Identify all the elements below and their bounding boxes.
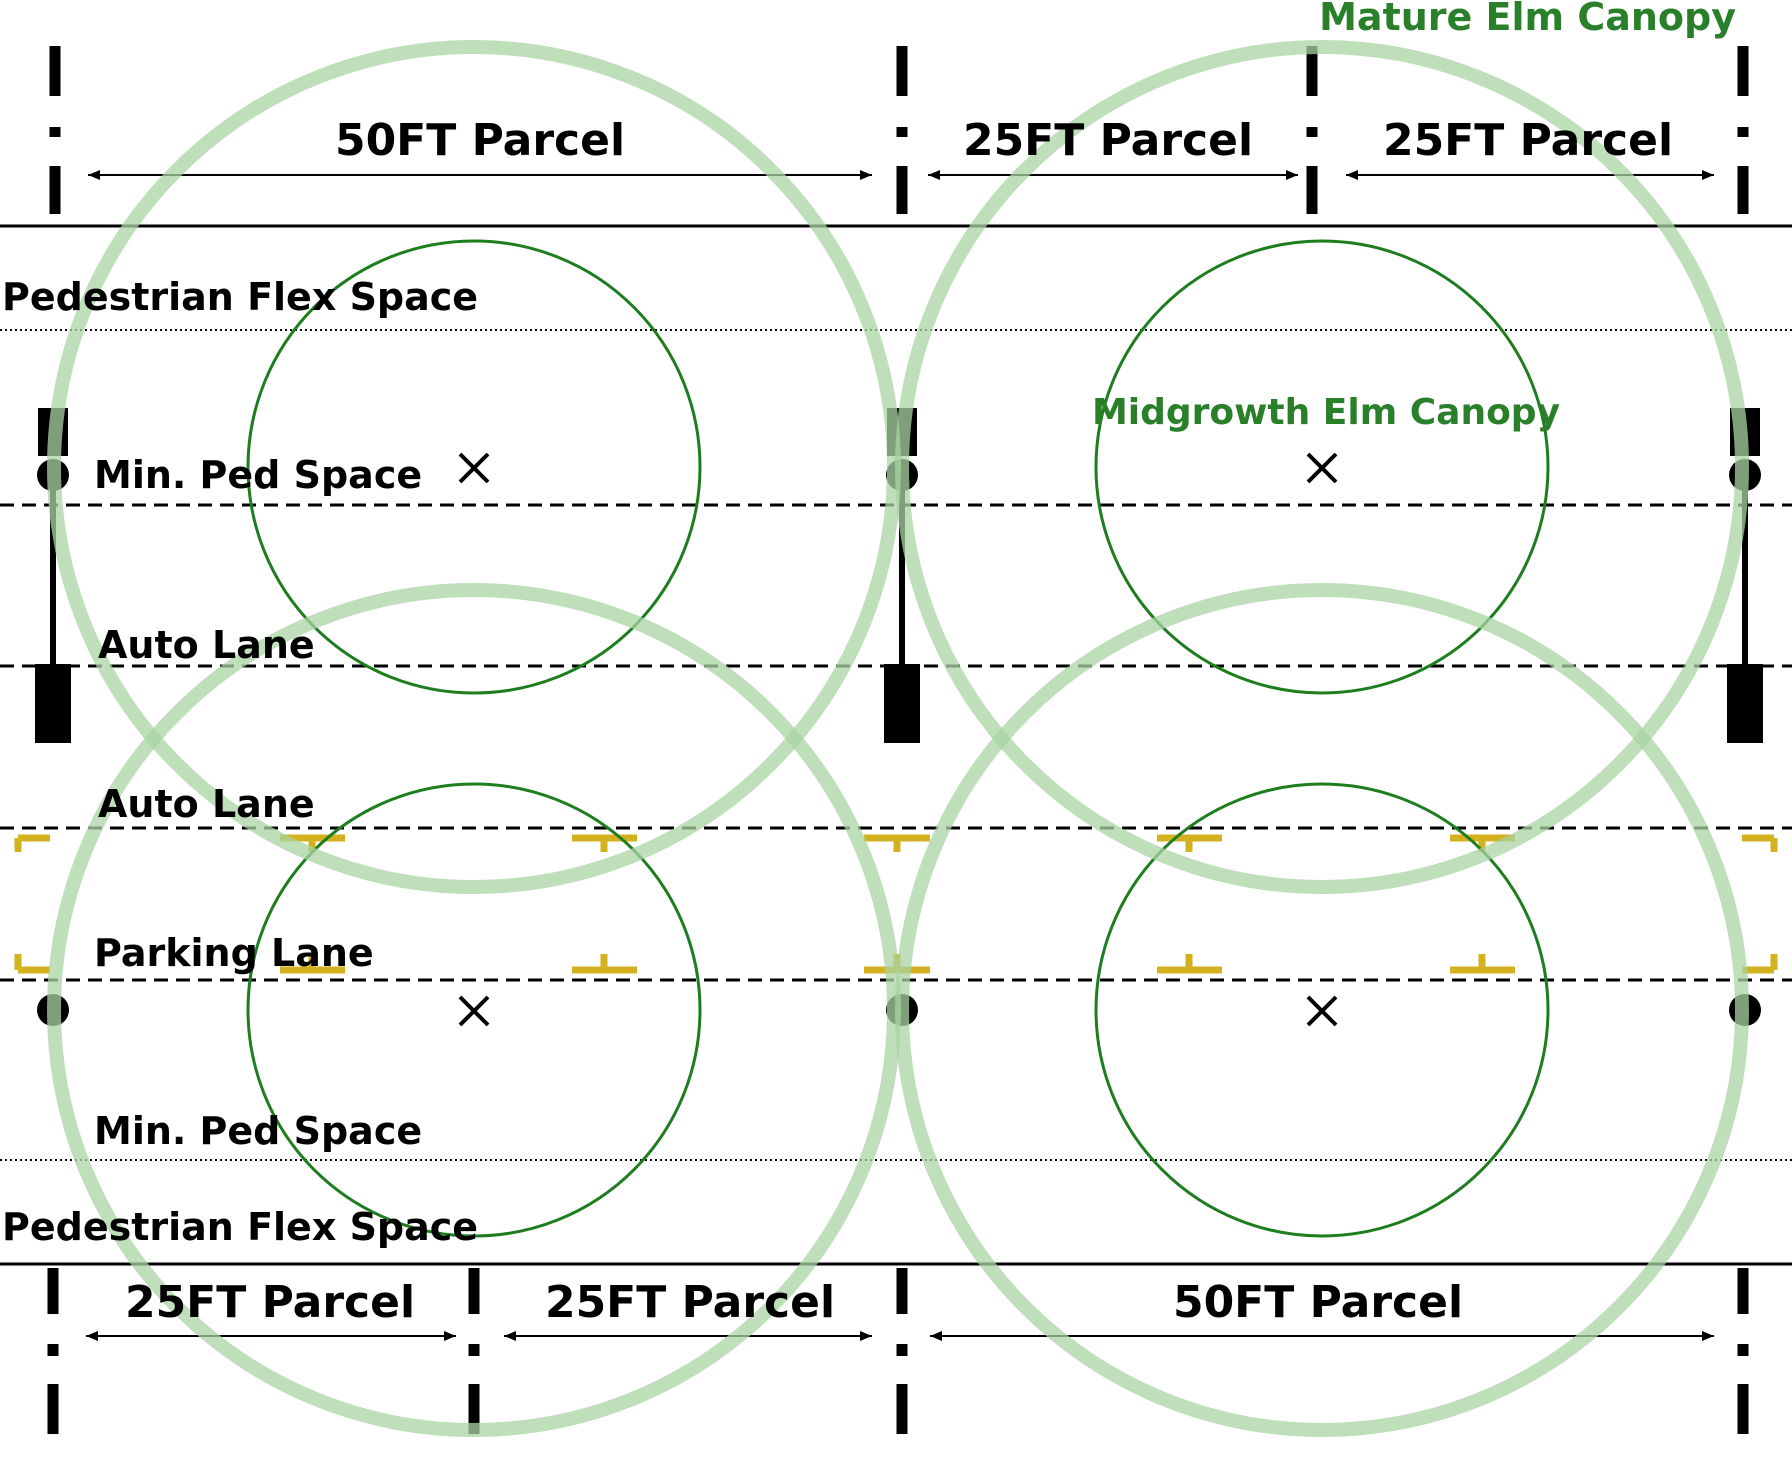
mature-canopy-4 <box>895 583 1749 1437</box>
midgrowth-canopy-label: Midgrowth Elm Canopy <box>1092 392 1560 433</box>
midgrowth-canopy-1 <box>246 239 702 695</box>
top-parcel-label-3: 25FT Parcel <box>1383 115 1673 166</box>
mature-canopies <box>47 40 1749 1437</box>
mature-canopy-1 <box>47 40 901 894</box>
midgrowth-canopy-3 <box>246 782 702 1238</box>
auto-lane-1-label: Auto Lane <box>98 623 315 667</box>
parking-lane-label: Parking Lane <box>94 931 374 975</box>
midgrowth-canopy-2 <box>1094 239 1550 695</box>
tree-markers <box>458 452 1338 1027</box>
mature-canopy-2 <box>895 40 1749 894</box>
top-flex-label: Pedestrian Flex Space <box>2 275 478 319</box>
bottom-min-ped-label: Min. Ped Space <box>94 1109 422 1153</box>
tree-x-4 <box>1306 995 1338 1027</box>
top-parcel-label-1: 50FT Parcel <box>335 115 625 166</box>
tree-x-1 <box>458 452 490 484</box>
top-min-ped-label: Min. Ped Space <box>94 453 422 497</box>
top-parcel-label-2: 25FT Parcel <box>963 115 1253 166</box>
auto-lane-2-label: Auto Lane <box>98 782 315 826</box>
mature-canopy-3 <box>47 583 901 1437</box>
bottom-parcel-label-1: 25FT Parcel <box>125 1277 415 1328</box>
bottom-parcel-label-3: 50FT Parcel <box>1173 1277 1463 1328</box>
tree-x-2 <box>1306 452 1338 484</box>
bottom-parcel-label-2: 25FT Parcel <box>545 1277 835 1328</box>
top-parcel-boundaries <box>49 46 1749 214</box>
mature-canopy-label: Mature Elm Canopy <box>1319 0 1736 39</box>
bottom-flex-label: Pedestrian Flex Space <box>2 1205 478 1249</box>
midgrowth-canopies <box>246 239 1550 1238</box>
midgrowth-canopy-4 <box>1094 782 1550 1238</box>
tree-x-3 <box>458 995 490 1027</box>
